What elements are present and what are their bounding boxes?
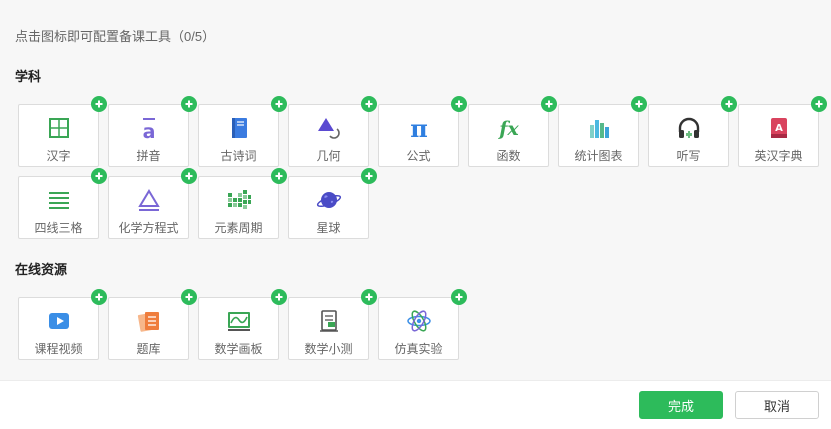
tool-label: 题库	[136, 342, 161, 356]
section-title-online: 在线资源	[15, 262, 68, 277]
add-plus-icon[interactable]	[451, 289, 467, 305]
tool-tile[interactable]: 四线三格	[18, 168, 107, 239]
question-bank-icon	[136, 308, 162, 334]
tool-tile[interactable]: 仿真实验	[378, 289, 467, 360]
footer-divider	[0, 380, 831, 381]
add-plus-icon[interactable]	[271, 289, 287, 305]
tool-tile[interactable]: 元素周期	[198, 168, 287, 239]
config-hint: 点击图标即可配置备课工具（0/5）	[15, 29, 216, 44]
tool-tile[interactable]: 几何	[288, 96, 377, 167]
pi-icon: π	[406, 115, 432, 141]
add-plus-icon[interactable]	[541, 96, 557, 112]
book-icon	[226, 115, 252, 141]
quiz-scroll-icon	[316, 308, 342, 334]
cancel-button[interactable]: 取消	[735, 391, 819, 419]
add-plus-icon[interactable]	[91, 289, 107, 305]
tool-label: 几何	[316, 149, 341, 163]
add-plus-icon[interactable]	[91, 168, 107, 184]
geometry-icon	[316, 115, 342, 141]
add-plus-icon[interactable]	[361, 289, 377, 305]
svg-text:fx: fx	[497, 118, 519, 140]
tool-label: 拼音	[136, 149, 161, 163]
atom-icon	[406, 308, 432, 334]
tool-tile[interactable]: 统计图表	[558, 96, 647, 167]
pinyin-icon: a	[136, 115, 162, 141]
tool-label: 函数	[496, 149, 521, 163]
done-button[interactable]: 完成	[639, 391, 723, 419]
tool-label: 汉字	[46, 149, 71, 163]
online-tools-grid: 课程视频 题库 数学画板 数学小测 仿真实验	[18, 289, 819, 360]
tool-label: 公式	[406, 149, 431, 163]
tool-label: 星球	[316, 221, 341, 235]
add-plus-icon[interactable]	[361, 168, 377, 184]
add-plus-icon[interactable]	[91, 96, 107, 112]
svg-text:A: A	[775, 123, 783, 134]
hanzi-grid-icon	[46, 115, 72, 141]
tool-tile[interactable]: 星球	[288, 168, 377, 239]
tool-label: 英汉字典	[754, 149, 803, 163]
add-plus-icon[interactable]	[181, 96, 197, 112]
tool-label: 听写	[676, 149, 701, 163]
add-plus-icon[interactable]	[721, 96, 737, 112]
planet-icon	[316, 187, 342, 213]
tool-label: 化学方程式	[118, 221, 179, 235]
dictionary-icon: A	[766, 115, 792, 141]
math-board-icon	[226, 308, 252, 334]
tool-tile[interactable]: 课程视频	[18, 289, 107, 360]
fx-icon: fx	[496, 115, 522, 141]
tool-tile[interactable]: π 公式	[378, 96, 467, 167]
tool-label: 数学画板	[214, 342, 263, 356]
tool-tile[interactable]: 数学小测	[288, 289, 377, 360]
tool-tile[interactable]: 数学画板	[198, 289, 287, 360]
add-plus-icon[interactable]	[631, 96, 647, 112]
four-lines-icon	[46, 187, 72, 213]
tool-tile[interactable]: 化学方程式	[108, 168, 197, 239]
add-plus-icon[interactable]	[451, 96, 467, 112]
add-plus-icon[interactable]	[181, 168, 197, 184]
add-plus-icon[interactable]	[271, 96, 287, 112]
bar-chart-icon	[586, 115, 612, 141]
add-plus-icon[interactable]	[181, 289, 197, 305]
svg-text:π: π	[410, 115, 428, 141]
add-plus-icon[interactable]	[811, 96, 827, 112]
tool-label: 元素周期	[214, 221, 263, 235]
headphones-icon	[676, 115, 702, 141]
tool-tile[interactable]: 汉字	[18, 96, 107, 167]
section-title-subject: 学科	[15, 69, 42, 84]
video-icon	[46, 308, 72, 334]
tool-tile[interactable]: A 英汉字典	[738, 96, 827, 167]
tool-label: 古诗词	[220, 149, 257, 163]
tool-config-panel: 点击图标即可配置备课工具（0/5） 学科 汉字 a 拼音 古诗词 几何 π 公式 fx 函数 统计…	[15, 29, 827, 360]
tool-label: 仿真实验	[394, 342, 443, 356]
tool-label: 四线三格	[34, 221, 83, 235]
tool-label: 数学小测	[304, 342, 353, 356]
tool-label: 课程视频	[34, 342, 83, 356]
periodic-table-icon	[226, 187, 252, 213]
tool-tile[interactable]: 听写	[648, 96, 737, 167]
tool-tile[interactable]: 古诗词	[198, 96, 287, 167]
tool-tile[interactable]: a 拼音	[108, 96, 197, 167]
subject-tools-grid: 汉字 a 拼音 古诗词 几何 π 公式 fx 函数 统计图表 听写 A 英汉字典四线三格 化学方程式 元素周…	[18, 96, 827, 239]
tool-label: 统计图表	[574, 149, 623, 163]
chemistry-triangle-icon	[136, 187, 162, 213]
add-plus-icon[interactable]	[361, 96, 377, 112]
svg-text:a: a	[142, 121, 155, 141]
tool-tile[interactable]: 题库	[108, 289, 197, 360]
tool-tile[interactable]: fx 函数	[468, 96, 557, 167]
add-plus-icon[interactable]	[271, 168, 287, 184]
